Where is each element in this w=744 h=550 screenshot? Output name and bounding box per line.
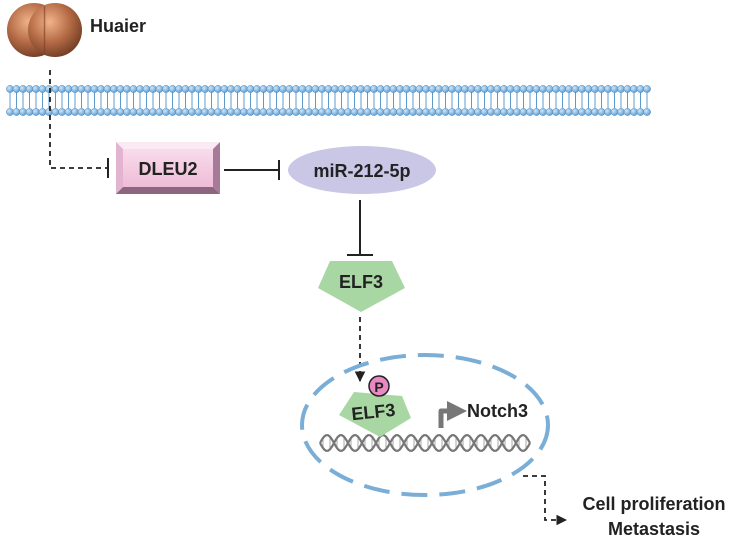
elf3-cyto-label: ELF3: [339, 272, 383, 292]
transcription-arrow-icon: [438, 401, 467, 428]
phospho-icon: [368, 375, 390, 397]
huaier-inhibits-dleu2-line: [49, 70, 109, 178]
elf3-cyto-shape: [318, 261, 405, 312]
outcome-metastasis-label: Metastasis: [608, 519, 700, 539]
dleu2-label: DLEU2: [138, 159, 197, 179]
huaier-icon: [7, 3, 82, 57]
outcome-proliferation-label: Cell proliferation: [582, 494, 725, 514]
notch3-label: Notch3: [467, 401, 528, 421]
mirna-ellipse: [288, 146, 436, 194]
huaier-label: Huaier: [90, 16, 146, 36]
mirna-label: miR-212-5p: [313, 161, 410, 181]
elf3-nuclear-shape: [339, 392, 411, 437]
dleu2-box: [116, 142, 220, 194]
elf3-nuclear-label: ELF3: [350, 400, 396, 424]
nucleus-outline: [300, 353, 550, 497]
outcome-arrow: [523, 475, 568, 526]
dleu2-inhibits-mirna-line: [224, 160, 280, 180]
phospho-label: P: [374, 379, 383, 395]
mirna-inhibits-elf3-line: [347, 200, 373, 256]
dna-helix-icon: [319, 434, 531, 452]
cell-membrane: [6, 85, 651, 116]
